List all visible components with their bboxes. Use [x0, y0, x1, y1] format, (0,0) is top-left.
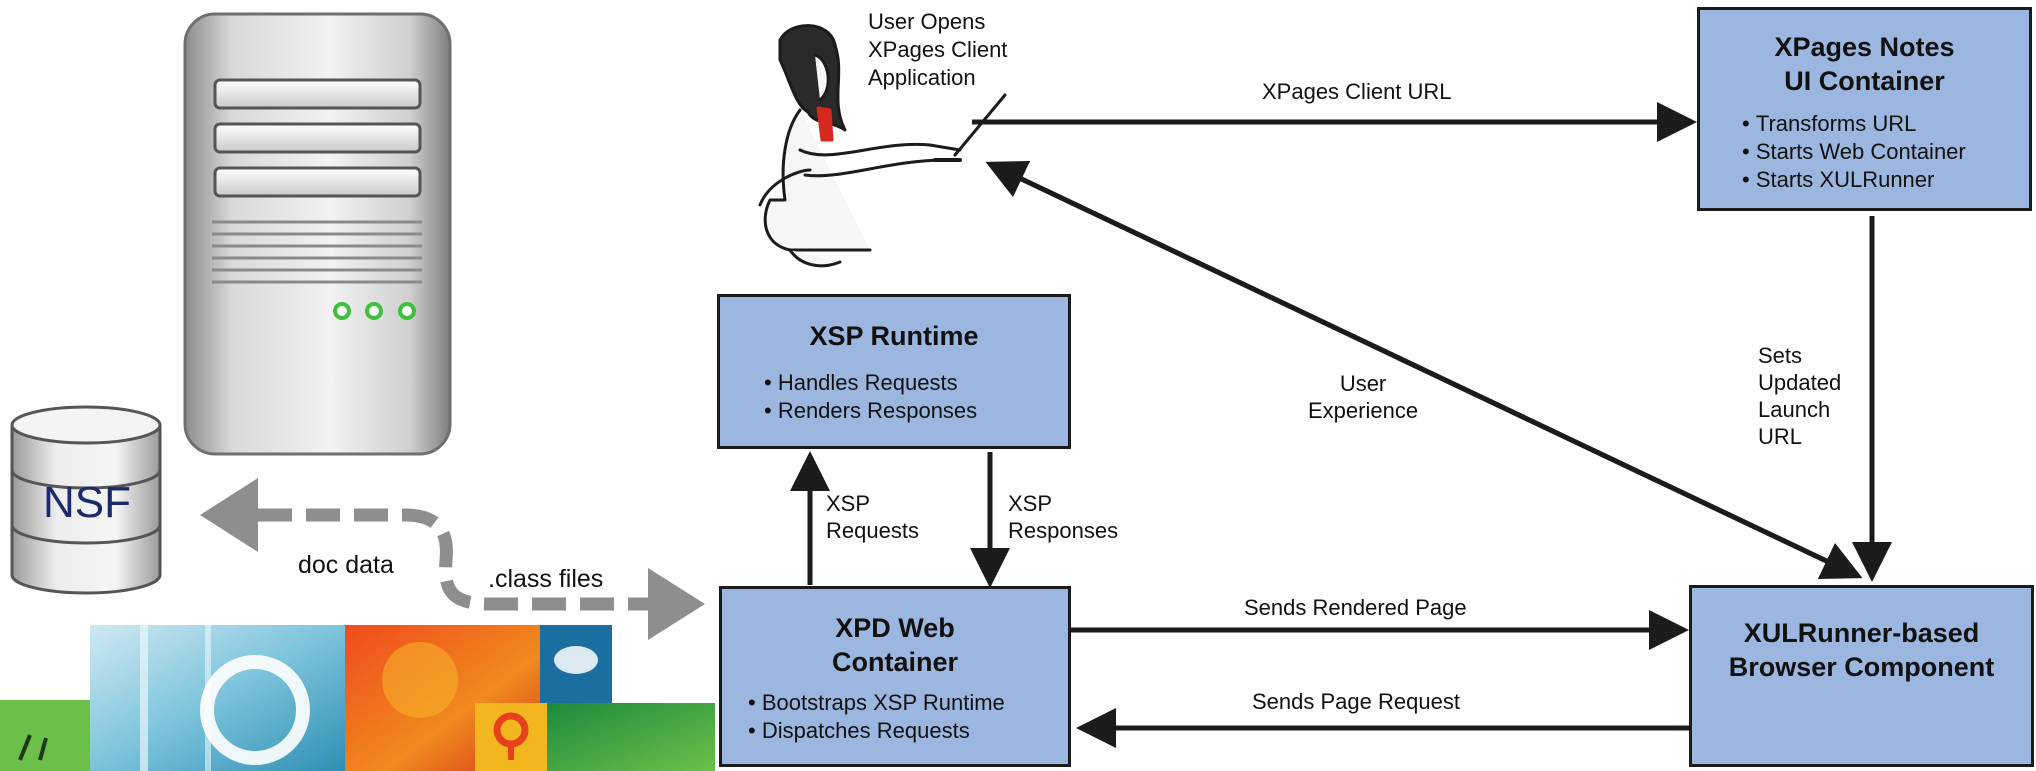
nsf-label: NSF — [43, 478, 131, 527]
label-line: XSP — [826, 491, 871, 516]
box-bullets: Handles Requests Renders Responses — [764, 369, 977, 425]
box-bullet: Starts Web Container — [1742, 138, 1966, 166]
label-line: Requests — [826, 518, 919, 543]
box-title-line: XULRunner-based — [1743, 618, 1980, 648]
arrow-doc-data — [200, 478, 258, 552]
label-sends-rendered-page: Sends Rendered Page — [1244, 595, 1467, 620]
banner-image — [0, 625, 715, 771]
label-line: Launch — [1758, 397, 1831, 422]
box-title-line: XPages Notes — [1774, 32, 1955, 62]
dashed-arrows — [200, 478, 705, 640]
label-line: Responses — [1008, 518, 1119, 543]
label-line: Sets — [1758, 343, 1803, 368]
box-bullets: Bootstraps XSP Runtime Dispatches Reques… — [748, 689, 1005, 745]
label-xsp-requests: XSP Requests — [826, 490, 919, 544]
box-title: XULRunner-based Browser Component — [1692, 616, 2031, 684]
label-xsp-responses: XSP Responses — [1008, 490, 1118, 544]
box-title-line: XPD Web — [835, 613, 955, 643]
xulrunner-browser-component-box: XULRunner-based Browser Component — [1689, 585, 2034, 767]
box-title: XPD Web Container — [722, 611, 1068, 679]
xpd-web-container-box: XPD Web Container Bootstraps XSP Runtime… — [719, 586, 1071, 767]
label-sets-updated-url: Sets Updated Launch URL — [1758, 342, 1841, 450]
user-icon — [758, 24, 1007, 268]
user-caption-line: Application — [868, 65, 976, 90]
user-caption-line: User Opens — [868, 9, 986, 34]
box-title-line: Container — [831, 647, 958, 677]
label-sends-page-request: Sends Page Request — [1252, 689, 1460, 714]
label-line: Experience — [1308, 398, 1419, 423]
label-line: Updated — [1758, 370, 1842, 395]
box-title: XPages Notes UI Container — [1700, 30, 2029, 98]
user-caption: User Opens XPages Client Application — [868, 8, 1007, 92]
server-icon — [183, 12, 452, 456]
box-bullet: Renders Responses — [764, 397, 977, 425]
label-line: User — [1339, 371, 1387, 396]
box-title-line: XSP Runtime — [809, 321, 979, 351]
database-icon — [10, 405, 162, 595]
box-bullet: Dispatches Requests — [748, 717, 1005, 745]
box-bullet: Bootstraps XSP Runtime — [748, 689, 1005, 717]
box-bullet: Transforms URL — [1742, 110, 1966, 138]
box-title-line: UI Container — [1784, 66, 1945, 96]
arrow-class-files — [648, 568, 705, 640]
user-caption-line: XPages Client — [868, 37, 1008, 62]
label-line: XSP — [1008, 491, 1053, 516]
arrow-user-experience-back — [988, 161, 1863, 580]
box-bullet: Starts XULRunner — [1742, 166, 1966, 194]
label-line: URL — [1758, 424, 1803, 449]
flow-arrows — [790, 102, 1892, 748]
label-client-url: XPages Client URL — [1262, 79, 1452, 104]
xpages-notes-ui-container-box: XPages Notes UI Container Transforms URL… — [1697, 7, 2032, 211]
box-title-line: Browser Component — [1728, 652, 1995, 682]
box-bullet: Handles Requests — [764, 369, 977, 397]
xsp-runtime-box: XSP Runtime Handles Requests Renders Res… — [717, 294, 1071, 449]
label-doc-data: doc data — [298, 551, 394, 579]
box-bullets: Transforms URL Starts Web Container Star… — [1742, 110, 1966, 194]
label-user-experience: User Experience — [1308, 370, 1418, 424]
box-title: XSP Runtime — [720, 319, 1068, 353]
label-class-files: .class files — [488, 565, 604, 593]
